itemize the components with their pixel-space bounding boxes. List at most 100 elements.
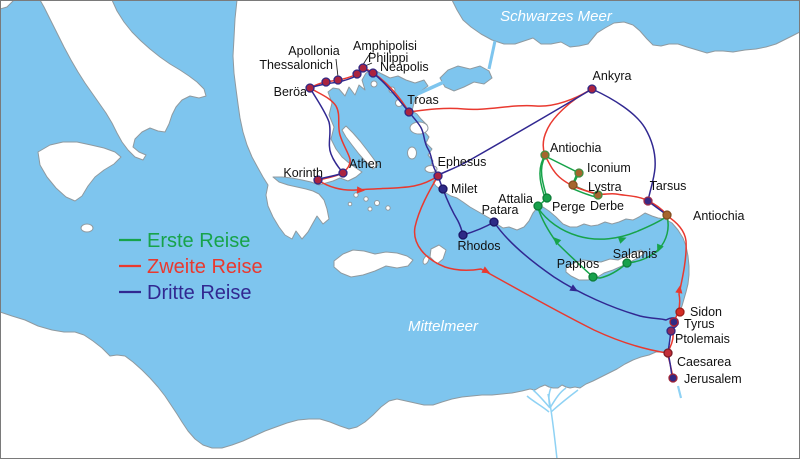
river-nile-branch-3 <box>549 387 567 409</box>
river-nile-branch-1 <box>532 389 551 409</box>
city-dot-iconium <box>574 168 584 178</box>
island-euboea <box>341 125 379 170</box>
city-label-thessalonich: Thessalonich <box>259 58 333 72</box>
city-dot-antiochia-syrien <box>662 210 672 220</box>
route-dritte-seg-2 <box>408 111 439 176</box>
city-label-derbe: Derbe <box>590 199 624 213</box>
city-dot-sidon <box>675 307 685 317</box>
city-dot-ephesus <box>433 171 443 181</box>
city-label-paphos: Paphos <box>557 257 599 271</box>
city-dot-amphipolisi <box>352 69 362 79</box>
island-lesbos <box>409 121 429 135</box>
city-label-milet: Milet <box>451 182 478 196</box>
route-zweite-seg-7 <box>413 175 668 354</box>
city-dot-beroea <box>305 83 315 93</box>
city-label-apollonia: Apollonia <box>288 44 339 58</box>
city-dot-attalia <box>533 201 543 211</box>
city-label-beroea: Beröa <box>274 85 307 99</box>
legend-label-dritte: Dritte Reise <box>147 282 251 304</box>
city-dot-patara <box>489 217 499 227</box>
city-dot-neapolis <box>368 68 378 78</box>
route-zweite-seg-6 <box>317 175 439 191</box>
rivers <box>526 385 683 459</box>
city-dot-jerusalem <box>668 373 678 383</box>
city-label-rhodos: Rhodos <box>457 239 500 253</box>
sea-of-marmara <box>439 65 493 92</box>
city-label-patara: Patara <box>482 203 519 217</box>
city-dot-lystra <box>568 180 578 190</box>
island-cyclades-2 <box>363 196 369 202</box>
landmass-nw-corner <box>0 0 15 10</box>
city-dot-tarsus <box>643 196 653 206</box>
city-dot-antiochia-pisidien <box>540 150 550 160</box>
river-nile-branch-2 <box>548 387 552 409</box>
city-dot-rhodos <box>458 230 468 240</box>
strait-dardanelles <box>412 80 445 98</box>
island-cyclades-6 <box>347 201 353 207</box>
island-sicily <box>37 141 122 202</box>
city-label-antiochia-syrien: Antiochia <box>693 209 744 223</box>
city-label-salamis: Salamis <box>613 247 657 261</box>
island-chios <box>407 146 417 160</box>
city-dot-thessalonich <box>321 77 331 87</box>
route-arrow-erste-1 <box>553 237 562 246</box>
route-dritte-seg-0 <box>591 88 668 216</box>
city-label-attalia: Attalia <box>498 192 533 206</box>
city-label-iconium: Iconium <box>587 161 631 175</box>
cities-layer <box>305 51 685 383</box>
river-nile-branch-4 <box>550 389 579 413</box>
city-label-antiochia-pisidien: Antiochia <box>550 141 601 155</box>
river-nile-branch-5 <box>526 395 550 413</box>
city-dot-ptolemais <box>666 326 676 336</box>
city-dot-korinth <box>313 175 323 185</box>
route-arrow-dritte-0 <box>569 284 579 292</box>
marmara-and-straits <box>412 40 497 98</box>
city-dot-philippi <box>358 63 368 73</box>
island-crete <box>333 249 414 278</box>
route-dritte-seg-1 <box>437 88 593 176</box>
city-label-jerusalem: Jerusalem <box>684 372 742 386</box>
city-dot-salamis <box>622 258 632 268</box>
sea-label-schwarzes-meer: Schwarzes Meer <box>500 8 613 25</box>
route-arrow-zweite-2 <box>675 285 683 294</box>
route-arrow-erste-2 <box>617 236 627 244</box>
city-label-athen: Athen <box>349 157 382 171</box>
legend-label-zweite: Zweite Reise <box>147 256 263 278</box>
city-label-troas: Troas <box>407 93 439 107</box>
island-cyprus <box>565 249 646 281</box>
city-label-caesarea: Caesarea <box>677 355 731 369</box>
island-rhodos <box>429 244 447 265</box>
city-dot-athen <box>338 168 348 178</box>
city-dot-milet <box>438 184 448 194</box>
route-dritte-seg-7 <box>437 175 464 236</box>
route-arrow-erste-0 <box>657 243 664 253</box>
city-dot-caesarea <box>663 348 673 358</box>
route-zweite-seg-4 <box>309 87 351 174</box>
legend: Erste Reise Zweite Reise Dritte Reise <box>119 230 263 304</box>
strait-bosporus <box>487 40 497 70</box>
island-karpathos <box>422 255 430 265</box>
city-dot-troas <box>404 107 414 117</box>
island-cyclades-4 <box>385 205 391 211</box>
route-arrow-zweite-1 <box>481 266 491 274</box>
legend-label-erste: Erste Reise <box>147 230 250 252</box>
island-cyclades-5 <box>367 206 373 212</box>
route-dritte-seg-5 <box>309 87 344 174</box>
city-dot-paphos <box>588 272 598 282</box>
city-label-ephesus: Ephesus <box>438 155 487 169</box>
island-malta <box>80 223 94 233</box>
city-label-amphipolisi: Amphipolisi <box>353 39 417 53</box>
route-zweite-seg-1 <box>408 88 593 113</box>
landmass-italy <box>39 0 207 161</box>
city-label-ankyra: Ankyra <box>593 69 632 83</box>
city-label-perge: Perge <box>552 200 585 214</box>
city-dot-apollonia <box>333 75 343 85</box>
city-label-sidon: Sidon <box>690 305 722 319</box>
city-label-korinth: Korinth <box>283 166 323 180</box>
city-label-lystra: Lystra <box>588 180 622 194</box>
city-label-neapolis: Neapolis <box>380 60 429 74</box>
city-dot-perge <box>542 193 552 203</box>
